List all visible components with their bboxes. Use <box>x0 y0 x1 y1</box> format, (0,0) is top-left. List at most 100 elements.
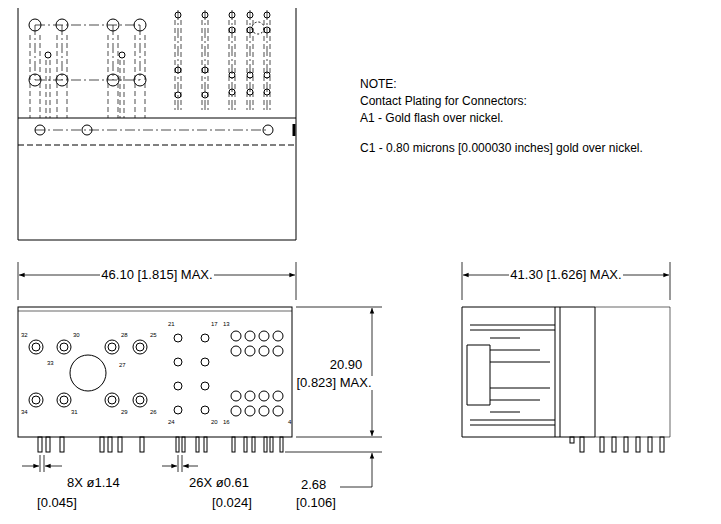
drawing-stroke <box>245 391 255 401</box>
drawing-stroke <box>204 437 207 452</box>
drawing-stroke <box>140 437 144 452</box>
drawing-stroke <box>45 466 62 467</box>
dimension-label: 20.90 <box>329 358 364 372</box>
drawing-stroke <box>56 74 68 86</box>
drawing-stroke <box>232 437 235 452</box>
drawing-stroke <box>244 437 247 452</box>
drawing-stroke <box>231 391 241 401</box>
drawing-stroke <box>35 25 36 80</box>
drawing-stroke <box>35 10 268 130</box>
drawing-stroke <box>174 334 182 342</box>
drawing-stroke <box>259 391 269 401</box>
drawing-stroke <box>570 437 574 443</box>
drawing-stroke <box>340 470 372 487</box>
drawing-stroke <box>134 19 146 31</box>
drawing-stroke <box>296 262 297 300</box>
drawing-stroke <box>296 307 382 308</box>
drawing-stroke <box>264 72 270 78</box>
drawing-stroke <box>247 27 253 33</box>
drawing-stroke <box>273 346 283 356</box>
drawing-stroke <box>293 124 296 136</box>
drawing-stroke <box>280 437 283 452</box>
dimension-label: 46.10 [1.815] MAX. <box>100 268 213 282</box>
drawing-stroke <box>50 60 51 118</box>
drawing-stroke <box>229 72 235 78</box>
drawing-stroke <box>202 12 208 18</box>
drawing-stroke <box>46 60 47 118</box>
drawing-stroke <box>247 20 248 110</box>
note-text: A1 - Gold flash over nickel. <box>359 112 504 125</box>
note-text: C1 - 0.80 microns [0.000030 inches] gold… <box>359 142 644 155</box>
drawing-stroke <box>32 343 40 351</box>
drawing-stroke <box>140 25 141 80</box>
drawing-stroke <box>108 343 116 351</box>
drawing-stroke <box>264 89 270 95</box>
drawing-stroke <box>253 20 254 110</box>
drawing-stroke <box>264 437 267 452</box>
drawing-stroke <box>660 437 664 452</box>
drawing-stroke <box>35 25 140 26</box>
drawing-stroke <box>490 338 550 412</box>
drawing-stroke <box>29 331 283 416</box>
drawing-stroke <box>108 437 112 452</box>
drawing-stroke <box>22 466 39 467</box>
drawing-stroke <box>231 331 241 341</box>
drawing-stroke <box>29 19 41 31</box>
drawing-stroke <box>462 307 595 437</box>
drawing-stroke <box>235 20 236 110</box>
drawing-stroke <box>467 345 490 405</box>
pin-number: 13 <box>222 321 231 328</box>
drawing-stroke <box>462 262 463 300</box>
drawing-stroke <box>259 346 269 356</box>
pin-number: 28 <box>120 332 129 339</box>
drawing-stroke <box>273 406 283 416</box>
drawing-stroke <box>108 396 116 404</box>
drawing-stroke <box>202 92 208 98</box>
drawing-stroke <box>120 60 121 118</box>
drawing-stroke <box>247 12 253 18</box>
pin-number: 29 <box>120 409 129 416</box>
drawing-stroke <box>134 74 146 86</box>
drawing-stroke <box>247 72 253 78</box>
drawing-stroke <box>38 437 283 452</box>
pin-number: 4 <box>287 419 292 426</box>
drawing-stroke <box>182 455 183 472</box>
drawing-stroke <box>178 10 179 110</box>
drawing-stroke <box>264 20 265 110</box>
drawing-stroke <box>18 307 292 437</box>
drawing-stroke <box>470 325 555 425</box>
drawing-stroke <box>174 358 182 366</box>
drawing-stroke <box>29 393 43 407</box>
drawing-stroke <box>174 406 182 414</box>
drawing-stroke <box>107 19 119 31</box>
drawing-stroke <box>259 331 269 341</box>
pin-number: 21 <box>167 321 176 328</box>
drawing-stroke <box>136 396 144 404</box>
drawing-stroke <box>18 8 670 487</box>
pin-number: 32 <box>20 332 29 339</box>
pin-number: 31 <box>70 409 79 416</box>
drawing-stroke <box>263 125 273 135</box>
drawing-stroke <box>18 262 19 300</box>
drawing-stroke <box>105 340 119 354</box>
dimension-label: 26X ø0.61 <box>188 476 250 490</box>
drawing-stroke <box>231 406 241 416</box>
drawing-stroke <box>229 27 235 33</box>
drawing-stroke <box>580 437 584 452</box>
drawing-stroke <box>372 453 373 470</box>
drawing-stroke <box>264 27 270 33</box>
drawing-stroke <box>119 52 125 58</box>
drawing-stroke <box>175 12 181 18</box>
drawing-stroke <box>38 437 42 452</box>
drawing-stroke <box>62 25 63 80</box>
drawing-stroke <box>107 74 119 86</box>
drawing-stroke <box>113 25 114 80</box>
drawing-stroke <box>372 308 373 436</box>
drawing-stroke <box>32 396 40 404</box>
dimension-label: 2.68 <box>300 478 327 492</box>
drawing-stroke <box>118 437 122 452</box>
drawing-stroke <box>18 118 296 119</box>
drawing-stroke <box>555 307 556 437</box>
pin-number: 16 <box>222 419 231 426</box>
drawing-stroke <box>560 307 561 437</box>
